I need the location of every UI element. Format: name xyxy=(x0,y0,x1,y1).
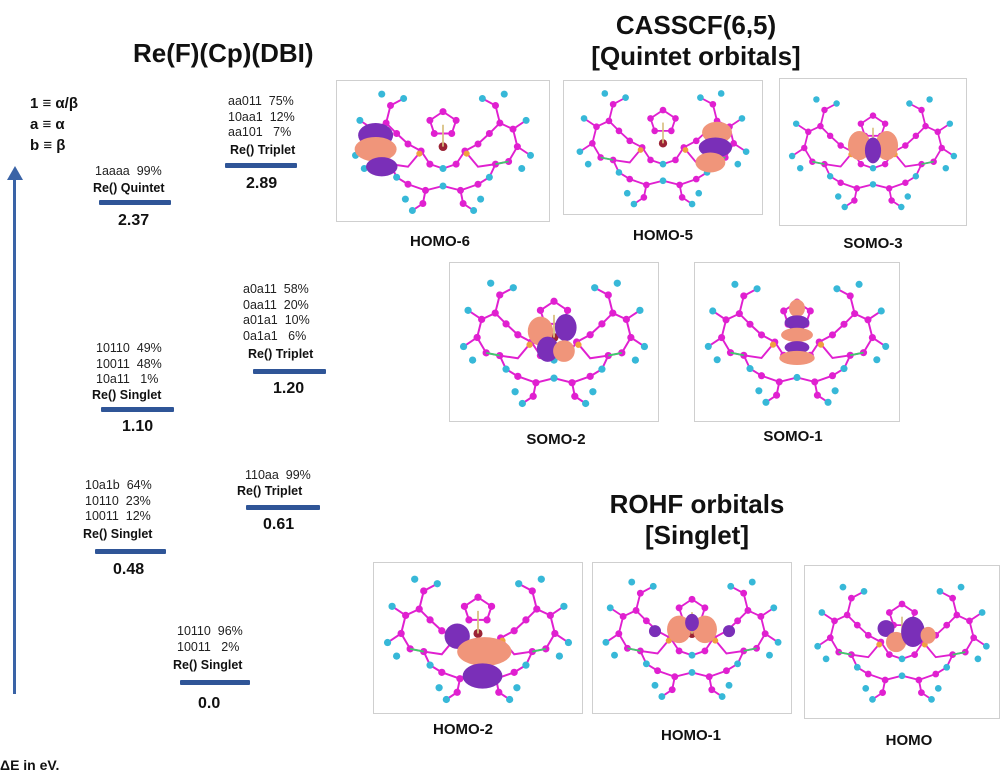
config-line: 0aa11 20% xyxy=(243,297,309,312)
triplet2-level-bar xyxy=(253,369,326,374)
config-line: 10011 48% xyxy=(96,356,162,371)
config-line: 10011 12% xyxy=(85,509,151,523)
singlet2-level-bar xyxy=(101,407,174,412)
config-line: 0a1a1 6% xyxy=(243,328,307,343)
triplet1-label: Re() Triplet xyxy=(237,484,303,498)
singlet1-energy: 0.48 xyxy=(113,561,145,578)
triplet3-label: Re() Triplet xyxy=(230,143,296,157)
orbital-homo-label: HOMO xyxy=(885,732,933,749)
orbital-homo1-plot xyxy=(601,577,783,701)
orbital-homo5-plot xyxy=(575,89,751,209)
singlet1-configs: 10a1b 64% 10110 23% 10011 12% xyxy=(85,478,152,525)
casscf-title: CASSCF(6,5) [Quintet orbitals] xyxy=(591,10,800,72)
config-line: 10aa1 12% xyxy=(228,109,295,124)
config-line: aa011 75% xyxy=(228,94,294,108)
orbital-homo5-image xyxy=(563,80,763,215)
orbital-somo1-image xyxy=(694,262,900,422)
orbital-somo2-plot xyxy=(458,278,650,409)
ground-energy: 0.0 xyxy=(198,695,221,712)
config-line: 10110 49% xyxy=(96,341,162,355)
triplet3-configs: aa011 75% 10aa1 12% aa101 7% xyxy=(228,94,295,141)
orbital-homo1-image xyxy=(592,562,792,714)
quintet-energy: 2.37 xyxy=(118,212,150,229)
rohf-title: ROHF orbitals [Singlet] xyxy=(610,489,785,551)
rohf-title-line2: [Singlet] xyxy=(644,520,749,550)
triplet1-energy: 0.61 xyxy=(263,516,295,533)
main-title: Re(F)(Cp)(DBI) xyxy=(133,38,314,68)
orbital-homo5-label: HOMO-5 xyxy=(633,227,693,244)
config-line: 10110 96% xyxy=(177,624,243,638)
config-line: 1aaaa 99% xyxy=(95,164,162,178)
orbital-somo3-label: SOMO-3 xyxy=(843,235,903,252)
legend-item: a ≡ α xyxy=(30,116,65,133)
ground-label: Re() Singlet xyxy=(173,658,243,672)
quintet-configs: 1aaaa 99% xyxy=(95,164,162,180)
config-line: aa101 7% xyxy=(228,125,292,139)
orbital-homo6-image xyxy=(336,80,550,222)
singlet1-level-bar xyxy=(95,549,166,554)
notation-legend: 1 ≡ α/β a ≡ α b ≡ β xyxy=(30,93,78,156)
legend-item: 1 ≡ α/β xyxy=(30,95,78,112)
singlet2-label: Re() Singlet xyxy=(92,388,162,402)
singlet2-configs: 10110 49% 10011 48% 10a11 1% xyxy=(96,341,162,388)
rohf-title-line1: ROHF orbitals xyxy=(609,489,785,519)
orbital-homo6-label: HOMO-6 xyxy=(410,233,470,250)
orbital-homo-plot xyxy=(813,582,991,704)
orbital-homo2-image xyxy=(373,562,583,714)
energy-axis-arrow xyxy=(13,178,16,694)
orbital-homo2-plot xyxy=(382,574,574,705)
singlet2-energy: 1.10 xyxy=(122,418,154,435)
orbital-homo1-label: HOMO-1 xyxy=(661,727,721,744)
legend-item: b ≡ β xyxy=(30,137,66,154)
triplet2-label: Re() Triplet xyxy=(248,347,314,361)
energy-axis-arrowhead xyxy=(7,166,23,180)
orbital-homo2-label: HOMO-2 xyxy=(433,721,493,738)
orbital-homo-image xyxy=(804,565,1000,719)
ground-configs: 10110 96% 10011 2% xyxy=(177,624,243,655)
config-line: 10011 2% xyxy=(177,639,240,654)
triplet1-level-bar xyxy=(246,505,320,510)
orbital-somo1-label: SOMO-1 xyxy=(763,428,823,445)
triplet3-energy: 2.89 xyxy=(246,175,278,192)
quintet-label: Re() Quintet xyxy=(93,181,165,195)
config-line: a0a11 58% xyxy=(243,282,309,296)
config-line: 110aa 99% xyxy=(245,468,311,482)
ground-level-bar xyxy=(180,680,250,685)
config-line: 10110 23% xyxy=(85,493,151,508)
casscf-title-line1: CASSCF(6,5) xyxy=(615,10,777,40)
energy-unit-note: ΔE in eV. xyxy=(0,757,60,773)
orbital-somo2-label: SOMO-2 xyxy=(526,431,586,448)
triplet2-energy: 1.20 xyxy=(273,380,305,397)
orbital-somo1-plot xyxy=(703,279,891,407)
singlet1-label: Re() Singlet xyxy=(83,527,153,541)
triplet2-configs: a0a11 58% 0aa11 20% a01a1 10% 0a1a1 6% xyxy=(243,282,310,344)
triplet3-level-bar xyxy=(225,163,297,168)
casscf-title-line2: [Quintet orbitals] xyxy=(591,41,801,71)
orbital-somo3-image xyxy=(779,78,967,226)
triplet1-configs: 110aa 99% xyxy=(245,468,311,484)
orbital-somo2-image xyxy=(449,262,659,422)
config-line: 10a1b 64% xyxy=(85,478,152,492)
orbital-homo6-plot xyxy=(351,89,535,215)
quintet-level-bar xyxy=(99,200,171,205)
orbital-somo3-plot xyxy=(788,95,958,212)
config-line: a01a1 10% xyxy=(243,313,310,327)
config-line: 10a11 1% xyxy=(96,372,159,386)
